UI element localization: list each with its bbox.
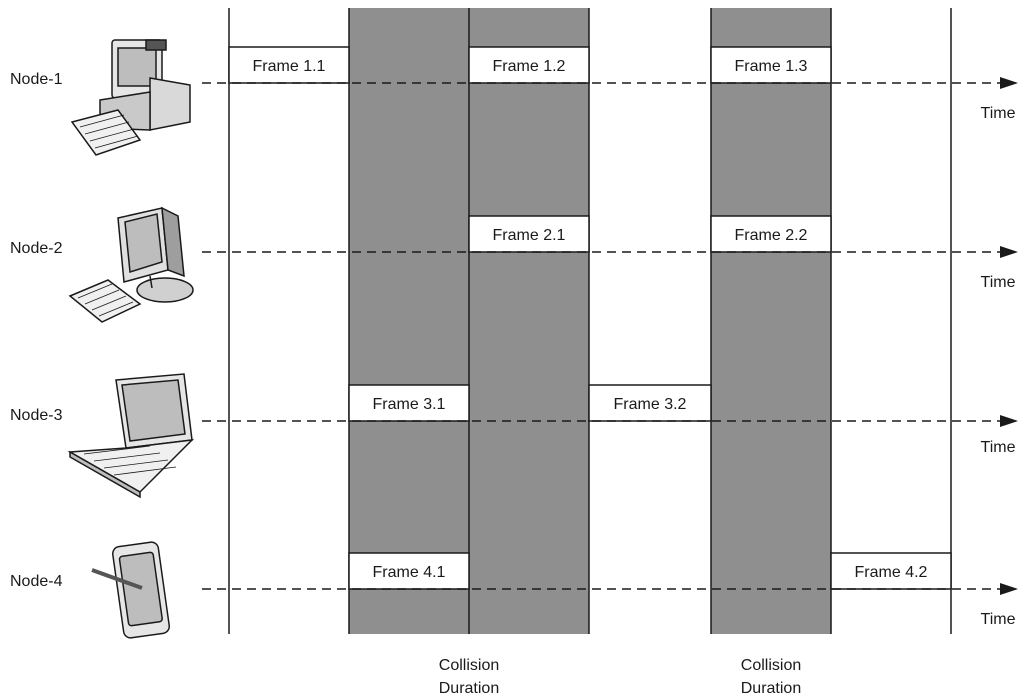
time-label: Time <box>981 439 1016 456</box>
tablet-with-stylus-icon <box>92 541 170 639</box>
time-label: Time <box>981 274 1016 291</box>
monitor-keyboard-icon <box>70 208 193 322</box>
frame-box-1-2: Frame 1.2 <box>469 47 589 83</box>
frame-label: Frame 1.3 <box>735 58 808 75</box>
arrow-right-icon <box>1000 77 1018 89</box>
frame-label: Frame 3.1 <box>373 396 446 413</box>
frame-box-3-2: Frame 3.2 <box>589 385 711 421</box>
frame-box-1-3: Frame 1.3 <box>711 47 831 83</box>
time-axes <box>202 77 1018 595</box>
node-label: Node-4 <box>10 573 63 590</box>
collision-captions: Collision Duration Collision Duration <box>439 657 801 697</box>
time-axis-node-2 <box>202 246 1018 258</box>
frame-box-4-2: Frame 4.2 <box>831 553 951 589</box>
node-label: Node-1 <box>10 71 63 88</box>
collision-caption-line2: Duration <box>741 680 801 697</box>
frame-box-2-1: Frame 2.1 <box>469 216 589 252</box>
arrow-right-icon <box>1000 583 1018 595</box>
laptop-icon <box>70 374 192 497</box>
slot-boundaries <box>229 8 951 634</box>
node-label: Node-3 <box>10 407 63 424</box>
frame-box-3-1: Frame 3.1 <box>349 385 469 421</box>
frame-box-4-1: Frame 4.1 <box>349 553 469 589</box>
time-label: Time <box>981 105 1016 122</box>
frame-label: Frame 4.1 <box>373 564 446 581</box>
collision-regions <box>349 8 831 634</box>
collision-caption-line1: Collision <box>741 657 801 674</box>
desktop-computer-icon <box>72 40 190 155</box>
collision-caption-line1: Collision <box>439 657 499 674</box>
frame-label: Frame 1.2 <box>493 58 566 75</box>
frame-box-1-1: Frame 1.1 <box>229 47 349 83</box>
time-labels: Time Time Time Time <box>981 105 1016 628</box>
frame-label: Frame 2.2 <box>735 227 808 244</box>
arrow-right-icon <box>1000 415 1018 427</box>
node-labels: Node-1 Node-2 Node-3 Node-4 <box>10 71 63 590</box>
frame-label: Frame 1.1 <box>253 58 326 75</box>
frame-label: Frame 2.1 <box>493 227 566 244</box>
frame-label: Frame 3.2 <box>614 396 687 413</box>
node-label: Node-2 <box>10 240 63 257</box>
time-label: Time <box>981 611 1016 628</box>
collision-region-2 <box>711 8 831 634</box>
collision-caption-line2: Duration <box>439 680 499 697</box>
frame-boxes: Frame 1.1 Frame 1.2 Frame 1.3 Frame 2.1 … <box>229 47 951 589</box>
frame-label: Frame 4.2 <box>855 564 928 581</box>
frame-box-2-2: Frame 2.2 <box>711 216 831 252</box>
arrow-right-icon <box>1000 246 1018 258</box>
